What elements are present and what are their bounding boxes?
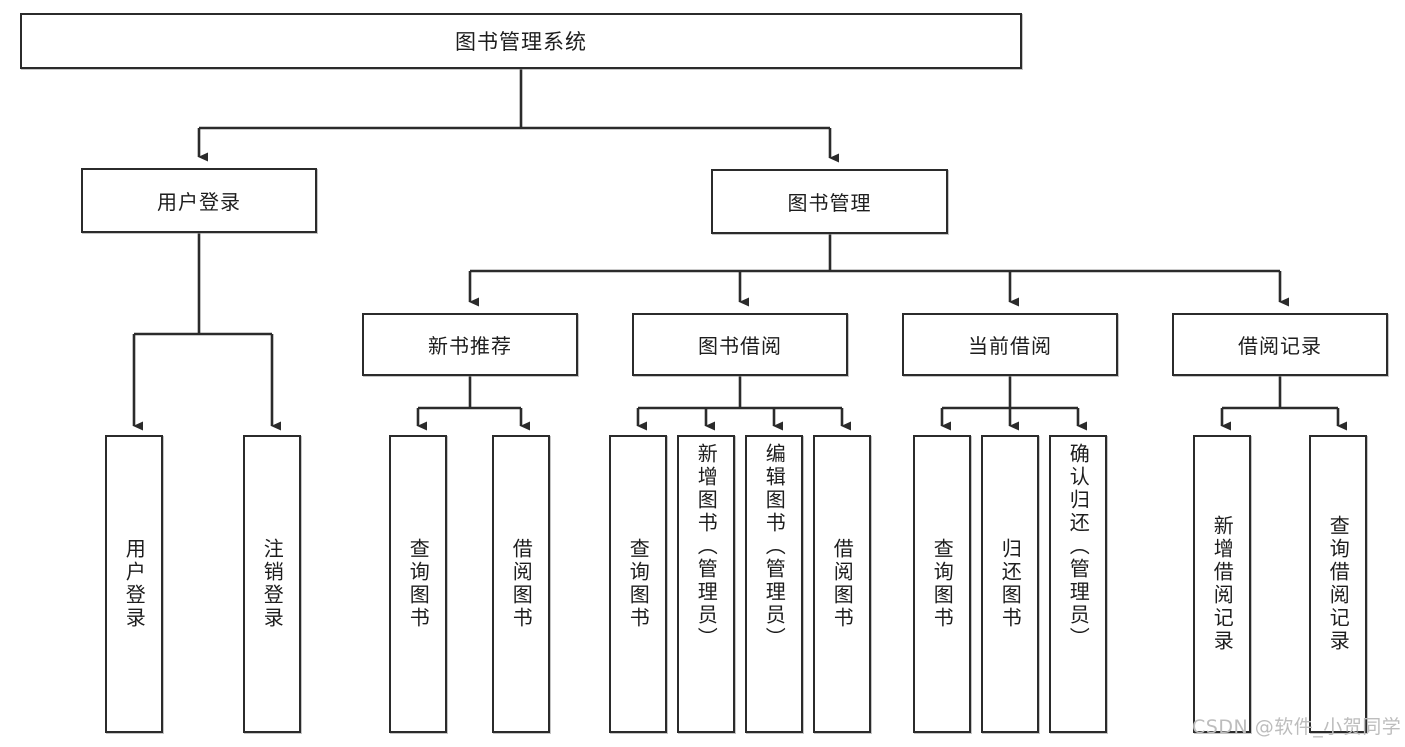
node-user-login[interactable]: 用户登录 bbox=[81, 168, 317, 233]
leaf-borrow-record-query-record[interactable]: 查询借阅记录 bbox=[1309, 435, 1367, 733]
leaf-label: 确认归还（管理员） bbox=[1066, 443, 1091, 650]
leaf-user-login-logout[interactable]: 注销登录 bbox=[243, 435, 301, 733]
node-root-book-management-system[interactable]: 图书管理系统 bbox=[20, 13, 1022, 69]
leaf-label: 查询借阅记录 bbox=[1326, 515, 1351, 653]
node-label: 借阅记录 bbox=[1238, 334, 1322, 358]
node-label: 当前借阅 bbox=[968, 334, 1052, 358]
leaf-book-borrow-edit-book-admin[interactable]: 编辑图书（管理员） bbox=[745, 435, 803, 733]
leaf-current-borrow-return-book[interactable]: 归还图书 bbox=[981, 435, 1039, 733]
node-label: 图书借阅 bbox=[698, 334, 782, 358]
node-label: 用户登录 bbox=[157, 190, 241, 214]
leaf-label: 查询图书 bbox=[626, 538, 651, 630]
leaf-label: 用户登录 bbox=[122, 538, 147, 630]
leaf-label: 借阅图书 bbox=[830, 538, 855, 630]
node-book-management[interactable]: 图书管理 bbox=[711, 169, 948, 234]
leaf-book-borrow-add-book-admin[interactable]: 新增图书（管理员） bbox=[677, 435, 735, 733]
leaf-current-borrow-confirm-return-admin[interactable]: 确认归还（管理员） bbox=[1049, 435, 1107, 733]
node-borrow-record[interactable]: 借阅记录 bbox=[1172, 313, 1388, 376]
leaf-label: 新增图书（管理员） bbox=[694, 443, 719, 650]
leaf-label: 借阅图书 bbox=[509, 538, 534, 630]
leaf-user-login-login[interactable]: 用户登录 bbox=[105, 435, 163, 733]
leaf-borrow-record-add-record[interactable]: 新增借阅记录 bbox=[1193, 435, 1251, 733]
leaf-book-borrow-borrow-book[interactable]: 借阅图书 bbox=[813, 435, 871, 733]
node-book-borrow[interactable]: 图书借阅 bbox=[632, 313, 848, 376]
node-new-book-recommend[interactable]: 新书推荐 bbox=[362, 313, 578, 376]
leaf-current-borrow-query-book[interactable]: 查询图书 bbox=[913, 435, 971, 733]
node-label: 图书管理 bbox=[787, 191, 872, 215]
leaf-new-book-query-book[interactable]: 查询图书 bbox=[389, 435, 447, 733]
leaf-book-borrow-query-book[interactable]: 查询图书 bbox=[609, 435, 667, 733]
node-current-borrow[interactable]: 当前借阅 bbox=[902, 313, 1118, 376]
leaf-label: 归还图书 bbox=[998, 538, 1023, 630]
leaf-new-book-borrow-book[interactable]: 借阅图书 bbox=[492, 435, 550, 733]
node-label: 新书推荐 bbox=[428, 334, 512, 358]
leaf-label: 查询图书 bbox=[930, 538, 955, 630]
node-label: 图书管理系统 bbox=[455, 30, 587, 54]
leaf-label: 查询图书 bbox=[406, 538, 431, 630]
leaf-label: 编辑图书（管理员） bbox=[762, 443, 787, 650]
leaf-label: 注销登录 bbox=[260, 538, 285, 630]
csdn-watermark: CSDN @软件_小贺同学 bbox=[1192, 716, 1402, 738]
leaf-label: 新增借阅记录 bbox=[1210, 515, 1235, 653]
